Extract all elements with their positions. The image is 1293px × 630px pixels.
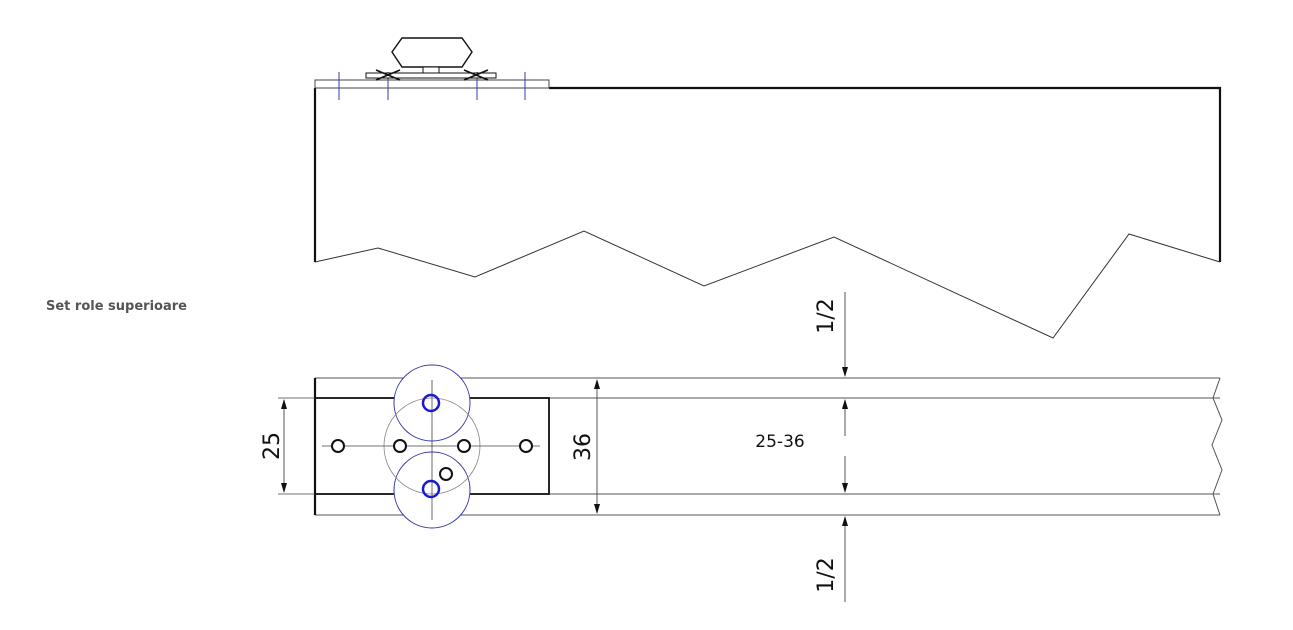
roller-bolt <box>375 69 401 81</box>
dim-arrow <box>842 399 848 409</box>
door-panel-outline <box>313 86 1222 262</box>
roller-body <box>391 37 473 68</box>
dim-arrow <box>594 504 600 514</box>
mounting-plate <box>314 79 550 89</box>
dim-arrow <box>842 367 848 377</box>
dim-arrow <box>842 483 848 493</box>
profile-break-line <box>1211 377 1223 516</box>
dim-arrow <box>281 399 287 409</box>
roller-base <box>365 72 497 79</box>
roller-carriage <box>365 37 497 81</box>
dim-profile-width: 36 <box>571 433 596 461</box>
dim-arrow <box>594 379 600 389</box>
roller-axle-bottom <box>421 479 441 499</box>
mounting-hole <box>331 439 345 453</box>
dim-gap-bottom: 1/2 <box>814 557 839 592</box>
mounting-hole <box>519 439 533 453</box>
dim-plate-height: 25 <box>260 432 285 460</box>
mounting-hole <box>457 439 471 453</box>
roller-bolt <box>463 69 489 81</box>
plan-view: 25 36 1/2 1/2 25-36 <box>260 292 1223 602</box>
dim-gap-top: 1/2 <box>814 298 839 333</box>
side-elevation <box>313 37 1222 339</box>
roller-axle-top <box>421 393 441 413</box>
dim-arrow <box>842 516 848 526</box>
mounting-hole <box>393 439 407 453</box>
dim-arrow <box>281 483 287 493</box>
section-label: Set role superioare <box>46 299 187 314</box>
dim-range: 25-36 <box>755 432 804 452</box>
break-line <box>314 230 1221 339</box>
adjustment-screw <box>439 467 453 481</box>
